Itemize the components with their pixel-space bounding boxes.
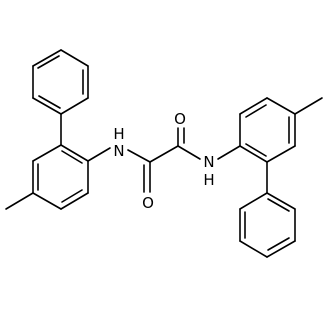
right-h-label: H: [203, 171, 214, 189]
right-nh-group: N H: [203, 153, 214, 189]
right-n-aryl-bond: [217, 145, 241, 160]
left-n-label: N: [113, 142, 124, 160]
left-amide-bond: [127, 149, 151, 163]
right-n-label: N: [203, 153, 214, 171]
left-n-aryl-bond: [87, 147, 111, 162]
left-h-label: H: [113, 125, 124, 143]
left-phenyl-ring: [32, 49, 89, 115]
bottom-carbonyl: [143, 161, 151, 193]
right-phenyl-ring: [239, 192, 296, 258]
central-cc-bond: [149, 145, 179, 163]
right-methyl-bond: [294, 97, 323, 115]
bottom-oxygen-label: O: [142, 194, 154, 212]
right-amide-bond: [177, 145, 201, 160]
left-aryl-ring: [32, 144, 89, 210]
left-methyl-bond: [5, 192, 34, 210]
right-aryl-ring: [239, 97, 296, 163]
top-oxygen-label: O: [174, 110, 186, 128]
left-nh-group: H N: [113, 125, 124, 160]
top-carbonyl: [177, 127, 185, 147]
